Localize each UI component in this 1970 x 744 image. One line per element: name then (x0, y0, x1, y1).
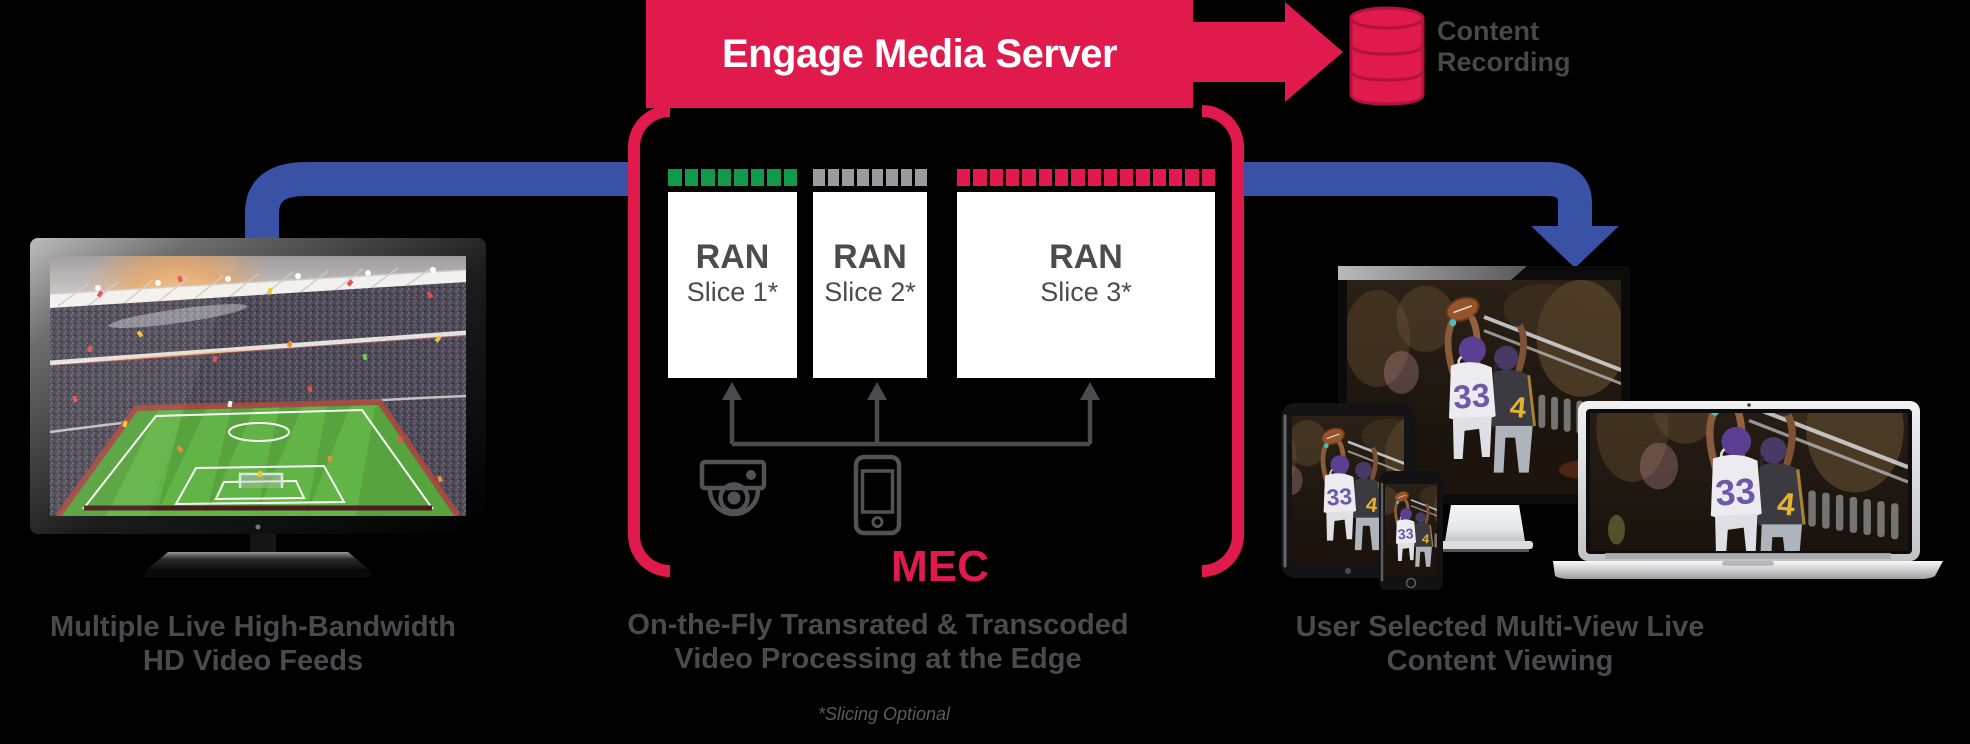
ran-slice2-box: RAN Slice 2* (813, 192, 927, 378)
utilization-segment (1185, 169, 1199, 186)
ran-slice-1: RAN Slice 1* (668, 169, 797, 378)
center-caption-line1: On-the-Fly Transrated & Transcoded (627, 609, 1129, 641)
utilization-segment (813, 169, 825, 186)
banner-label: Engage Media Server (721, 31, 1118, 76)
confetti (71, 275, 443, 483)
arrowhead-down (1531, 226, 1619, 268)
ran-slice3-name: RAN (1049, 238, 1123, 276)
utilization-segment (767, 169, 781, 186)
utilization-segment (1152, 169, 1167, 186)
device-phone (1379, 471, 1443, 590)
utilization-segment (989, 169, 1003, 186)
hd-feeds-tv (30, 238, 486, 577)
ran-slice1-box: RAN Slice 1* (668, 192, 797, 378)
camera-icon (699, 459, 767, 517)
utilization-segment (915, 169, 927, 186)
ingest-arrowheads (722, 382, 1100, 400)
content-recording-line1: Content (1437, 16, 1539, 46)
utilization-segment (1022, 169, 1036, 186)
recording-arrow (1193, 2, 1343, 102)
right-caption: User Selected Multi-View Live Content Vi… (1250, 610, 1750, 678)
utilization-segment (957, 169, 971, 186)
utilization-segment (1169, 169, 1183, 186)
utilization-segment (842, 169, 854, 186)
database-icon (1349, 6, 1425, 106)
utilization-segment (856, 169, 869, 186)
utilization-segment (668, 169, 682, 186)
utilization-segment (1005, 169, 1020, 186)
slice2-utilization-bar (813, 169, 927, 186)
smartphone-icon (853, 454, 902, 536)
content-recording-label: Content Recording (1437, 16, 1637, 78)
utilization-segment (1038, 169, 1052, 186)
slice1-utilization-bar (668, 169, 797, 186)
utilization-segment (1136, 169, 1150, 186)
ran-slice2-label: Slice 2* (824, 277, 916, 307)
viewing-devices: 33 4 (1281, 266, 1943, 590)
mec-label: MEC (891, 542, 989, 591)
left-caption-line1: Multiple Live High-Bandwidth (50, 611, 456, 643)
utilization-segment (783, 169, 797, 186)
ran-slice-3: RAN Slice 3* (957, 169, 1215, 378)
utilization-segment (1120, 169, 1134, 186)
left-caption: Multiple Live High-Bandwidth HD Video Fe… (23, 610, 483, 678)
slice3-utilization-bar (957, 169, 1215, 186)
utilization-segment (1201, 169, 1215, 186)
utilization-segment (1071, 169, 1085, 186)
ran-slice3-label: Slice 3* (1040, 277, 1132, 307)
utilization-segment (734, 169, 748, 186)
tv-stand (1445, 505, 1525, 541)
tv-stand-neck (250, 534, 276, 552)
left-caption-line2: HD Video Feeds (142, 645, 364, 677)
utilization-segment (701, 169, 715, 186)
tv-screen-stadium (50, 256, 466, 516)
ran-slice1-name: RAN (695, 238, 770, 276)
utilization-segment (1103, 169, 1118, 186)
tv-stand-base (144, 552, 372, 572)
utilization-segment (684, 169, 698, 186)
utilization-segment (827, 169, 840, 186)
utilization-segment (750, 169, 764, 186)
utilization-segment (871, 169, 884, 186)
engage-media-server-banner: Engage Media Server (646, 0, 1193, 108)
right-caption-line2: Content Viewing (1386, 645, 1614, 677)
edge-box-bracket-right (1202, 105, 1244, 577)
slicing-note: *Slicing Optional (817, 704, 951, 724)
content-recording-line2: Recording (1437, 47, 1571, 77)
right-caption-line1: User Selected Multi-View Live (1295, 611, 1705, 643)
utilization-segment (886, 169, 898, 186)
device-laptop (1553, 401, 1943, 579)
utilization-segment (717, 169, 731, 186)
ran-slice2-name: RAN (833, 238, 907, 276)
utilization-segment (973, 169, 987, 186)
center-caption-line2: Video Processing at the Edge (674, 643, 1082, 675)
utilization-segment (1054, 169, 1069, 186)
ingest-arrows (729, 398, 1093, 447)
ran-slice3-box: RAN Slice 3* (957, 192, 1215, 378)
utilization-segment (900, 169, 913, 186)
center-caption: On-the-Fly Transrated & Transcoded Video… (578, 608, 1178, 676)
ran-slice1-label: Slice 1* (686, 277, 779, 307)
ran-slice-2: RAN Slice 2* (813, 169, 927, 378)
utilization-segment (1087, 169, 1101, 186)
